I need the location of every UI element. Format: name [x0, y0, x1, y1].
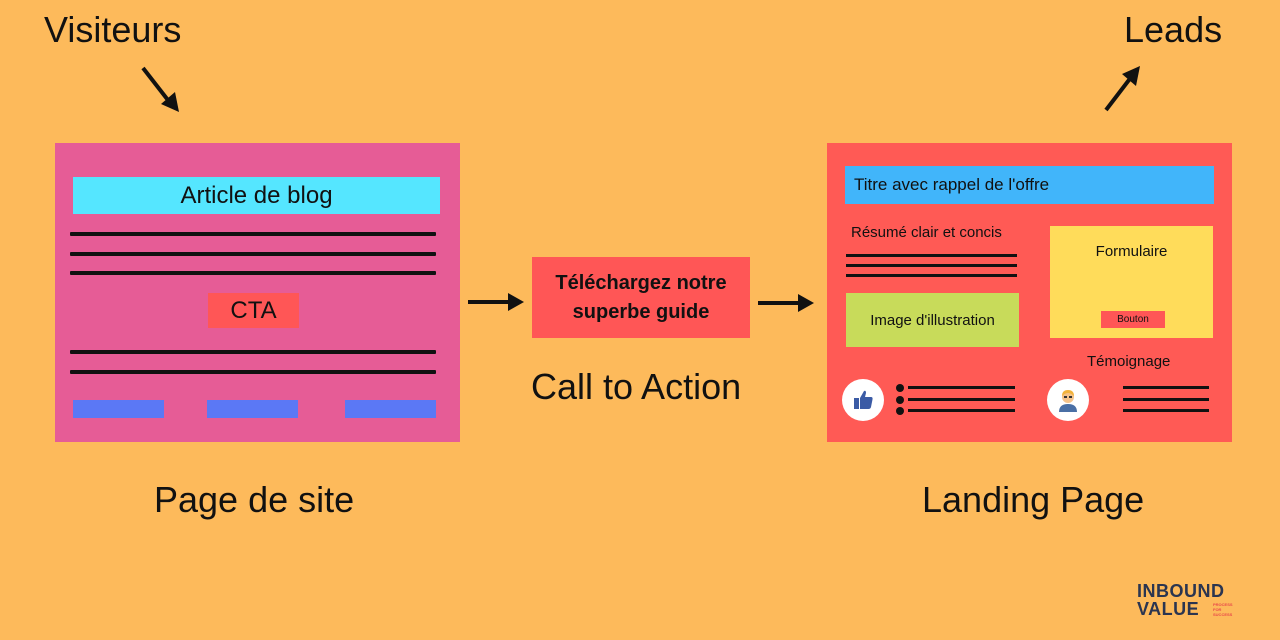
- site-page-label: Page de site: [154, 479, 355, 520]
- leads-arrow-icon: [1104, 66, 1140, 112]
- footer-block: [345, 400, 436, 418]
- text-line: [70, 350, 436, 354]
- text-line: [70, 232, 436, 236]
- logo-tagline-1: PROCESS: [1213, 602, 1233, 607]
- landing-page-label: Landing Page: [922, 479, 1145, 520]
- illustration-image-block: Image d'illustration: [846, 293, 1019, 347]
- landing-page-mockup: Titre avec rappel de l'offre Résumé clai…: [827, 143, 1232, 442]
- testimonial-line: [1123, 386, 1209, 389]
- form-title: Formulaire: [1095, 243, 1168, 260]
- form-block: Formulaire Bouton: [1050, 226, 1213, 338]
- cta-block: CTA: [208, 293, 299, 328]
- logo-tagline: PROCESS FOR SUCCESS: [1213, 602, 1233, 617]
- testimonial-label: Témoignage: [1087, 353, 1171, 370]
- arrow-right-icon: [468, 293, 524, 311]
- logo-line-1: INBOUND: [1137, 581, 1225, 601]
- bullet-line: [908, 398, 1015, 401]
- logo-tagline-2: FOR: [1213, 607, 1222, 612]
- bullet-dot: [896, 384, 904, 392]
- bullet-dot: [896, 396, 904, 404]
- inbound-value-logo: INBOUND VALUE PROCESS FOR SUCCESS: [1137, 582, 1257, 622]
- logo-tagline-3: SUCCESS: [1213, 612, 1233, 617]
- text-line: [70, 370, 436, 374]
- summary-line: [846, 274, 1017, 277]
- summary-line: [846, 264, 1017, 267]
- call-to-action-label: Call to Action: [531, 366, 742, 407]
- summary-line: [846, 254, 1017, 257]
- cta-download-box: Téléchargez notre superbe guide: [532, 257, 750, 338]
- form-submit-button: Bouton: [1101, 311, 1165, 328]
- bullet-dot: [896, 407, 904, 415]
- landing-title-text: Titre avec rappel de l'offre: [854, 175, 1050, 194]
- footer-block: [207, 400, 298, 418]
- footer-block: [73, 400, 164, 418]
- bullet-line: [908, 409, 1015, 412]
- landing-title-bar: Titre avec rappel de l'offre: [845, 166, 1214, 204]
- visitors-label: Visiteurs: [44, 9, 182, 50]
- arrow-right-icon: [758, 294, 814, 312]
- visitors-arrow-icon: [141, 66, 179, 112]
- site-page-mockup: Article de blog CTA: [55, 143, 460, 442]
- testimonial-line: [1123, 409, 1209, 412]
- person-avatar-icon: [1047, 379, 1089, 421]
- leads-label: Leads: [1124, 9, 1223, 50]
- text-line: [70, 252, 436, 256]
- testimonial-line: [1123, 398, 1209, 401]
- logo-line-2: VALUE: [1137, 599, 1200, 619]
- bullet-line: [908, 386, 1015, 389]
- article-title-bar: Article de blog: [73, 177, 440, 214]
- text-line: [70, 271, 436, 275]
- summary-label: Résumé clair et concis: [851, 224, 1002, 241]
- cta-line-1: Téléchargez notre: [555, 271, 727, 294]
- cta-line-2: superbe guide: [572, 300, 710, 323]
- thumbs-up-icon: [842, 379, 884, 421]
